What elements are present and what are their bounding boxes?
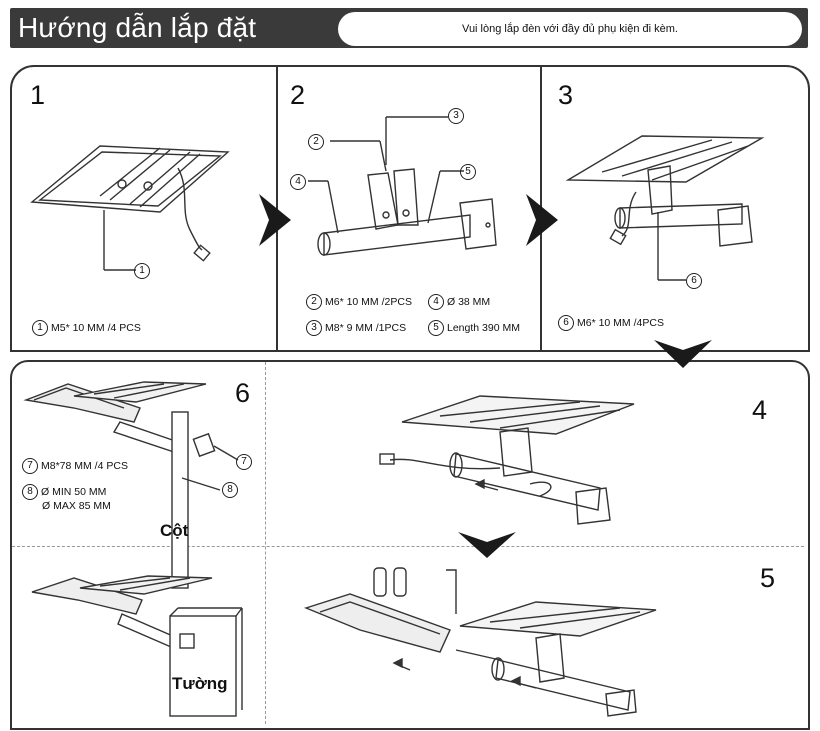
panel-on-arm-illustration bbox=[565, 135, 765, 281]
step-3-callout: 6 bbox=[686, 273, 705, 289]
step-2-callout-5: 5 bbox=[460, 164, 479, 180]
step-4-number: 4 bbox=[752, 395, 768, 425]
bottom-divider-vertical bbox=[265, 362, 266, 724]
wall-label: Tường bbox=[172, 674, 228, 693]
arrow-right-icon bbox=[526, 194, 558, 246]
light-on-pole-illustration bbox=[23, 381, 239, 589]
step-5-number: 5 bbox=[760, 563, 776, 593]
step-1-number: 1 bbox=[30, 80, 46, 110]
step-6-caption-c: Ø MAX 85 MM bbox=[42, 500, 111, 512]
pole-label: Cột bbox=[160, 521, 189, 540]
step-6-number: 6 bbox=[235, 378, 251, 408]
step-6-callout-8: 8 bbox=[222, 482, 241, 498]
arrow-right-icon bbox=[259, 194, 291, 246]
step-3-number: 3 bbox=[558, 80, 574, 110]
step-2-callout-2: 2 bbox=[308, 134, 327, 150]
light-assembly-illustration bbox=[303, 567, 657, 717]
step-6-callout-7: 7 bbox=[236, 454, 255, 470]
step-2-number: 2 bbox=[290, 80, 306, 110]
step-2-callout-4: 4 bbox=[290, 174, 309, 190]
step-1-callout: 1 bbox=[134, 263, 153, 279]
accessory-note: Vui lòng lắp đèn với đầy đủ phụ kiện đi … bbox=[338, 12, 802, 46]
panel-arm-cable-illustration bbox=[379, 395, 635, 525]
step-3-panel bbox=[540, 65, 810, 352]
solar-panel-frame-illustration bbox=[30, 145, 230, 271]
step-1-panel bbox=[10, 65, 278, 352]
arrow-down-icon bbox=[654, 340, 712, 368]
bracket-tube-illustration bbox=[308, 116, 497, 256]
arrow-down-icon bbox=[458, 532, 516, 558]
step-2-callout-3: 3 bbox=[448, 108, 467, 124]
light-on-wall-illustration bbox=[31, 575, 243, 717]
page-title: Hướng dẫn lắp đặt bbox=[18, 12, 257, 43]
bottom-divider-horizontal bbox=[12, 546, 804, 547]
